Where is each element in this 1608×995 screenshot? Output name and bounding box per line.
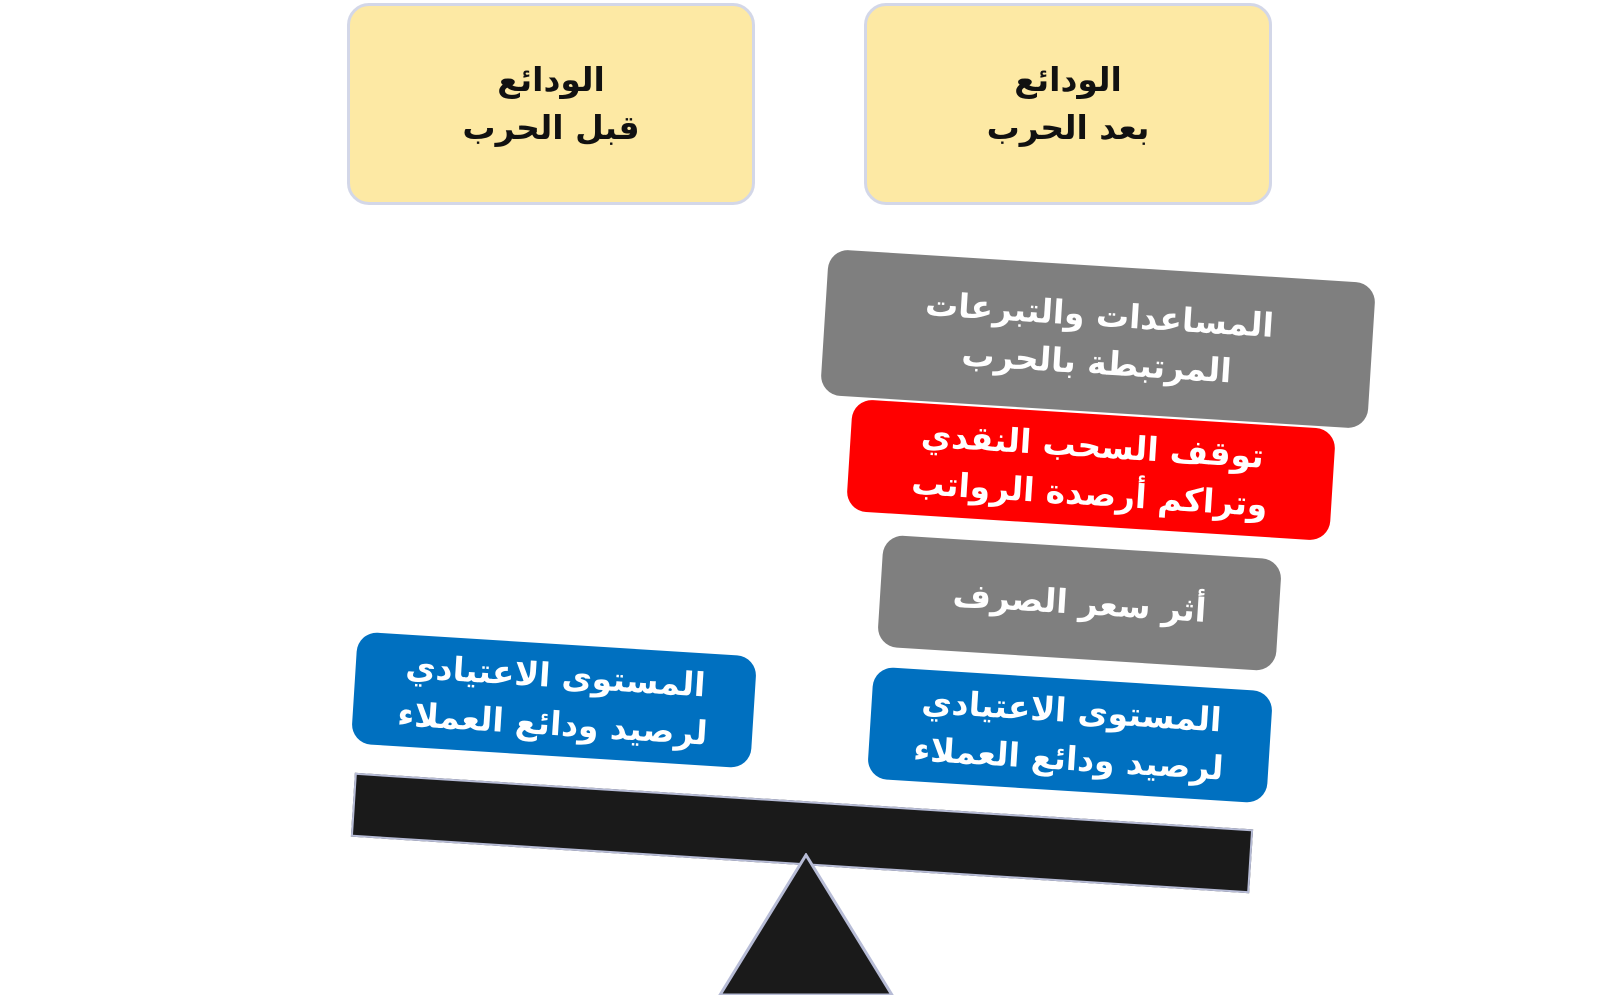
header-before-line1: الودائع xyxy=(497,60,605,100)
scale-fulcrum-triangle xyxy=(718,853,894,995)
header-deposits-before-war: الودائع قبل الحرب xyxy=(347,3,755,205)
header-after-line2: بعد الحرب xyxy=(986,108,1150,147)
block-exchange-rate-effect: أثر سعر الصرف xyxy=(876,534,1283,672)
block-exchange-line1: أثر سعر الصرف xyxy=(951,575,1208,631)
header-deposits-after-war: الودائع بعد الحرب xyxy=(864,3,1272,205)
header-after-line1: الودائع xyxy=(1014,60,1122,100)
block-normal-deposits-before: المستوى الاعتيادي لرصيد ودائع العملاء xyxy=(350,631,758,769)
block-normal-deposits-after: المستوى الاعتيادي لرصيد ودائع العملاء xyxy=(866,666,1274,804)
header-before-line2: قبل الحرب xyxy=(462,108,640,147)
